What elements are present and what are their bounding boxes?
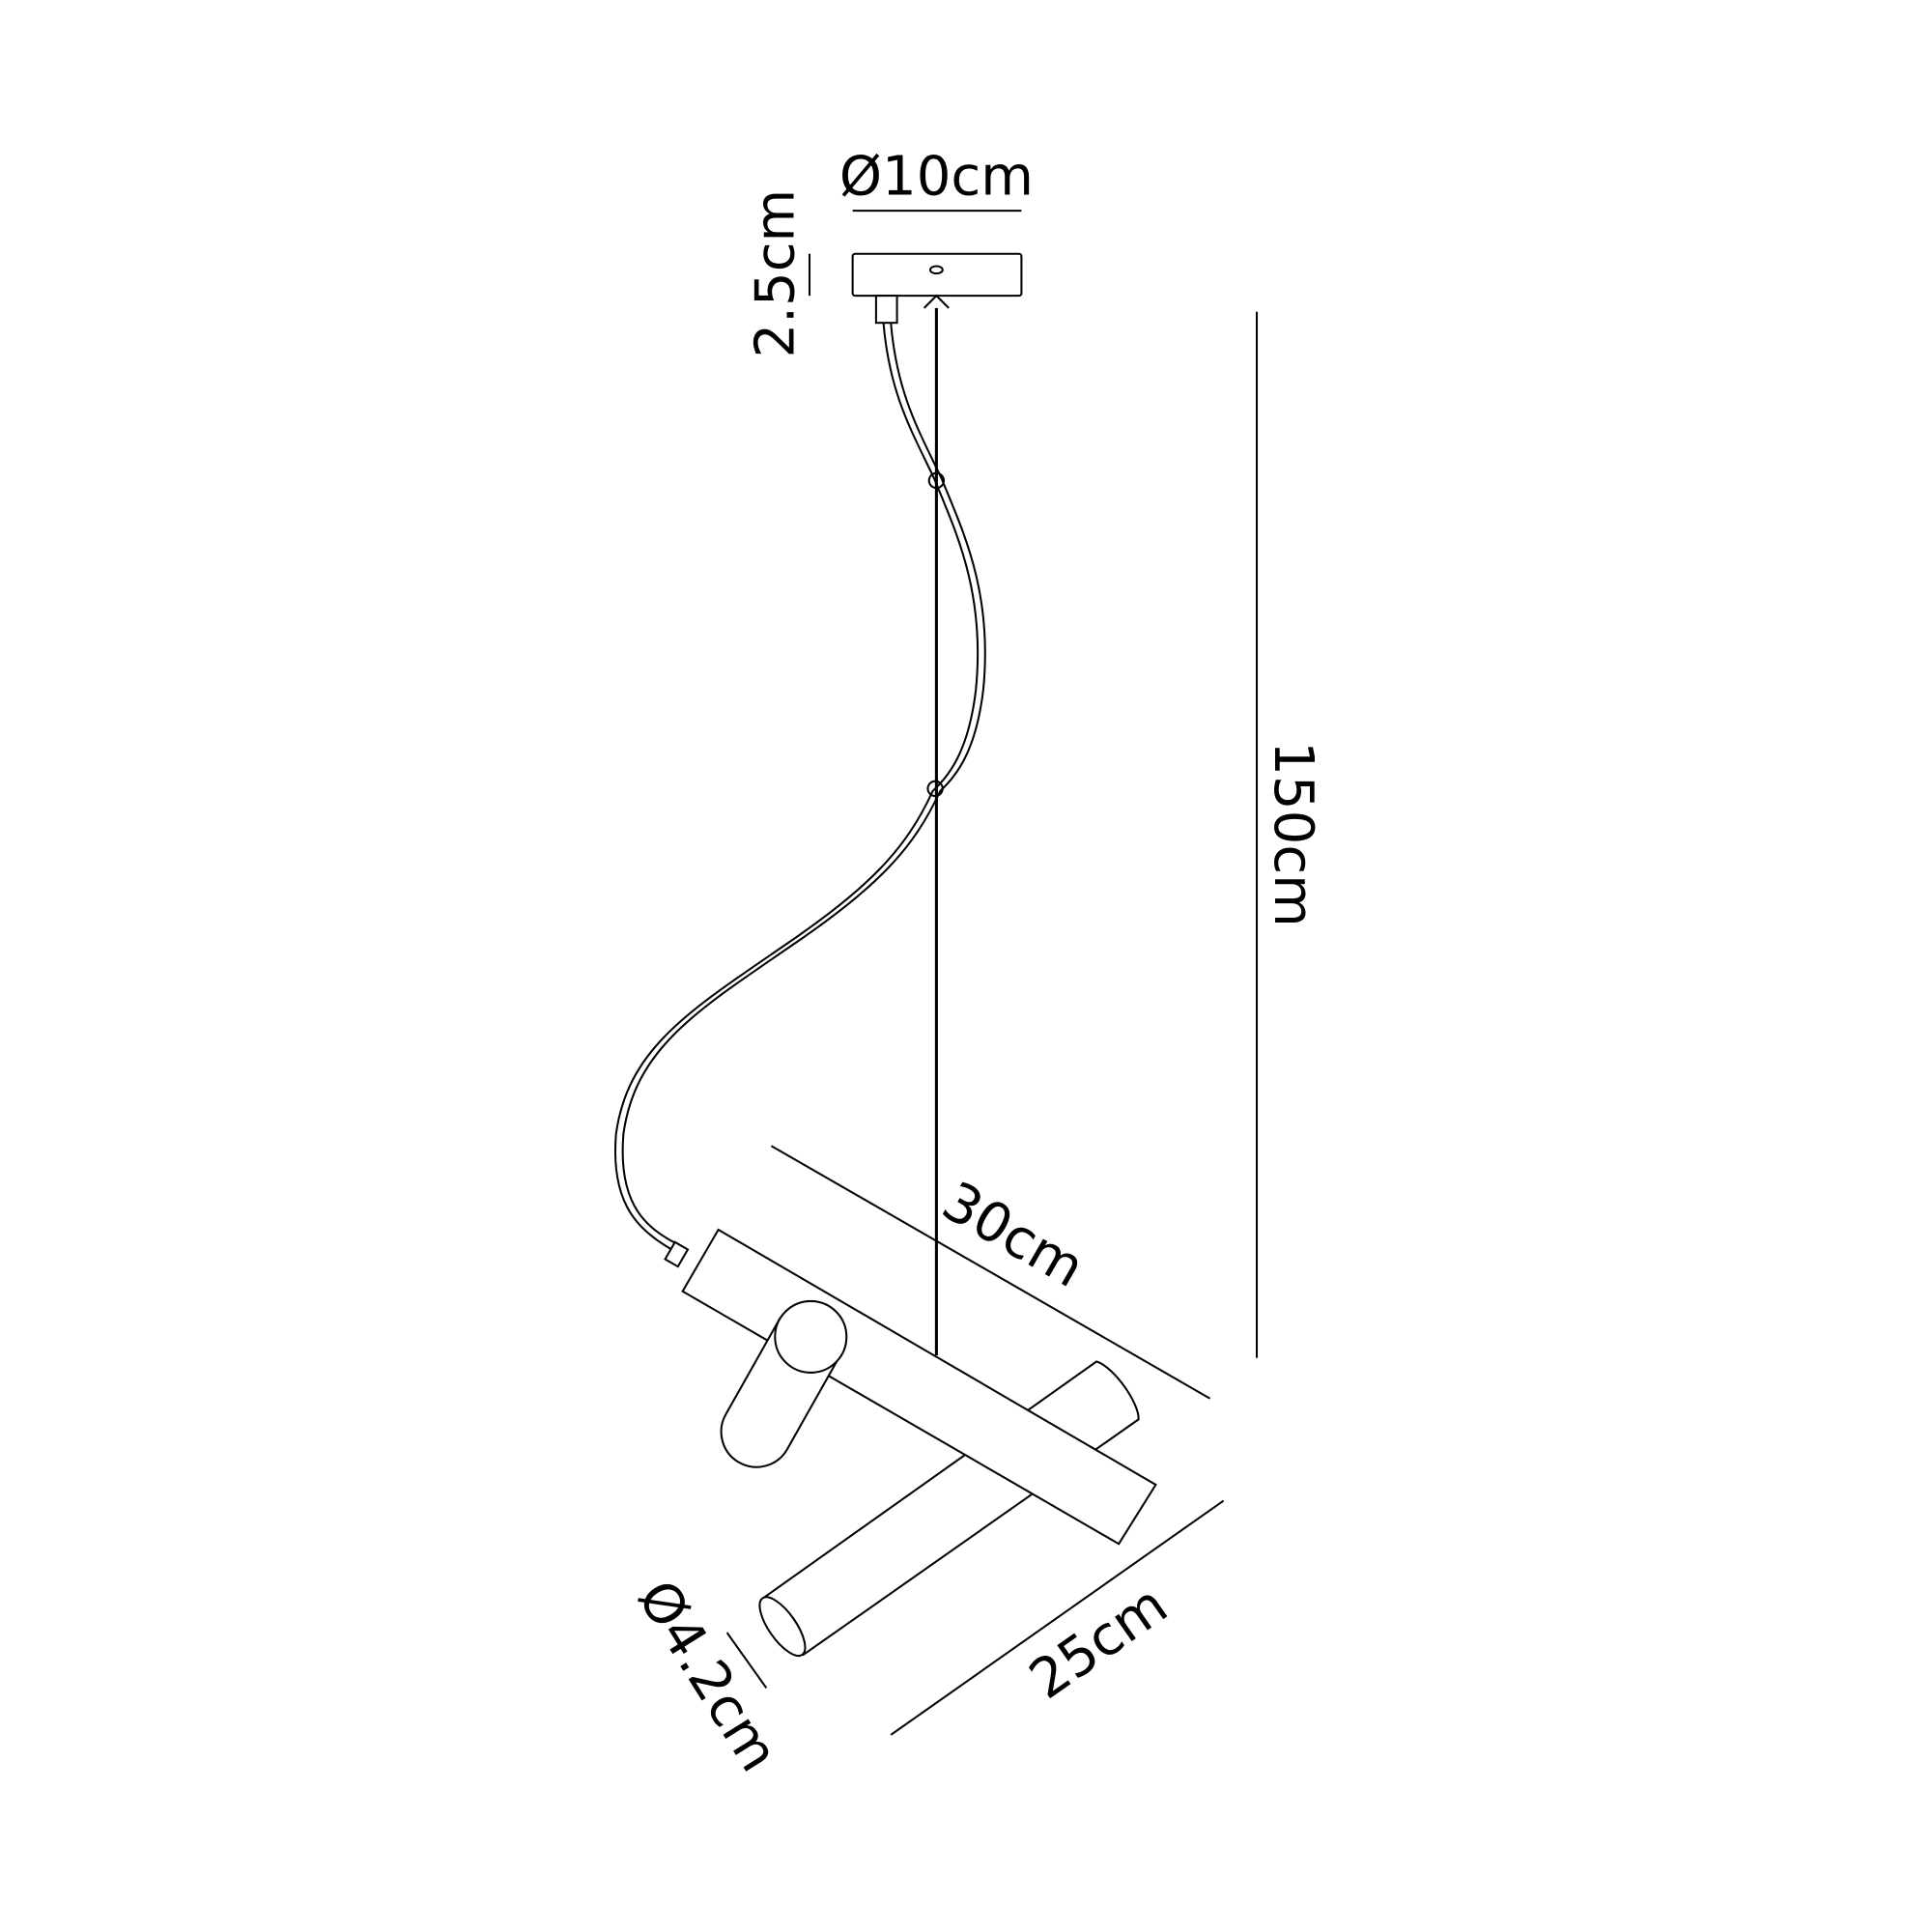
spot-length-line — [890, 1499, 1225, 1736]
canopy-screw — [928, 265, 944, 275]
cable-connector — [874, 295, 898, 325]
bar-end-connector — [664, 1240, 690, 1268]
spot-diameter-line — [725, 1632, 768, 1690]
lower-spot-lens — [758, 1596, 807, 1658]
power-cable — [613, 323, 980, 1255]
power-cable-inner — [621, 323, 986, 1248]
cable-clip-upper — [927, 471, 946, 490]
cable-clip-lower — [926, 780, 944, 797]
canopy-height-label: 2.5cm — [744, 189, 807, 358]
upper-spot-face — [774, 1299, 848, 1374]
drop-height-label: 150cm — [1262, 741, 1324, 927]
bar-length-label: 30cm — [932, 1170, 1094, 1300]
ceiling-canopy — [851, 252, 1023, 298]
rod-grip — [923, 294, 950, 309]
bar-length-line — [770, 1145, 1211, 1400]
canopy-diameter-label: Ø10cm — [839, 146, 1034, 209]
spot-length-label: 25cm — [1018, 1574, 1179, 1712]
